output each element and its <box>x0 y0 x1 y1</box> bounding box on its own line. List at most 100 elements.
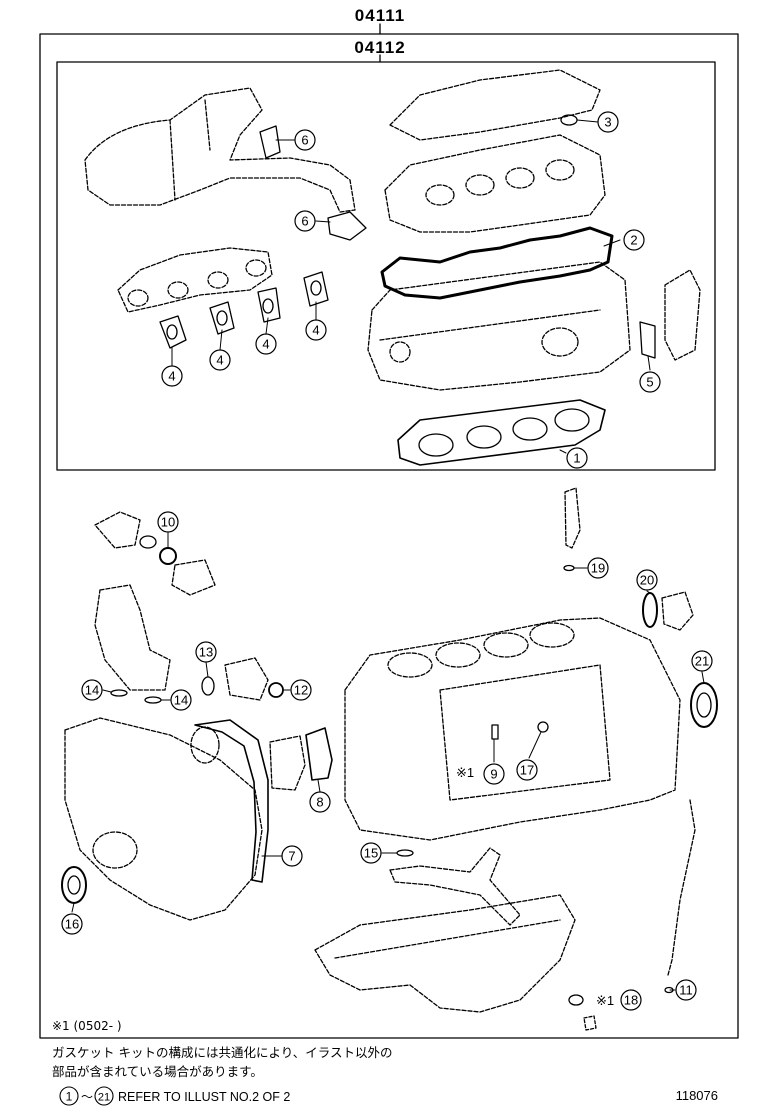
gasket-18-part <box>568 994 584 1006</box>
water-outlet-part <box>94 511 216 596</box>
ref-end-num: 21 <box>98 1092 110 1104</box>
injector-part <box>564 487 581 549</box>
o-ring-10a-part <box>139 535 157 549</box>
o-ring-12-part <box>268 682 284 698</box>
cylinder-block-part <box>344 617 681 841</box>
o-ring-13-part <box>201 676 215 696</box>
callout-circle-c20 <box>636 569 658 591</box>
callout-number-c4d: 4 <box>312 323 319 338</box>
note-line-2: 部品が含まれている場合があります。 <box>52 1064 263 1079</box>
ref-text: REFER TO ILLUST NO.2 OF 2 <box>118 1090 290 1104</box>
rear-oil-seal-21-inner <box>696 692 712 718</box>
callout-circle-c5 <box>639 371 661 393</box>
ref-callout-end <box>94 1086 114 1106</box>
oil-pump-gasket-part <box>305 727 333 781</box>
cylinder-head-part <box>367 261 631 391</box>
callout-number-c13: 13 <box>199 645 213 660</box>
oil-seal-16-inner <box>67 875 81 895</box>
plug-17-part <box>537 721 549 733</box>
callout-circle-c18 <box>620 989 642 1011</box>
thermostat-housing-part <box>639 269 701 361</box>
callout-circle-c4c <box>255 333 277 355</box>
callout-number-c8: 8 <box>316 795 323 810</box>
callout-number-c4c: 4 <box>262 337 269 352</box>
oil-seal-16-part <box>61 866 87 904</box>
callout-circle-c4d <box>305 319 327 341</box>
gasket-6-upper-part <box>259 125 281 159</box>
gasket-10-part <box>159 547 177 565</box>
mark-18: ※1 <box>596 993 614 1008</box>
callout-number-c9: 9 <box>490 767 497 782</box>
kit-code-outer: 04111 <box>354 6 406 25</box>
callout-circle-c15 <box>360 842 382 864</box>
mark-9: ※1 <box>456 765 474 780</box>
drain-plug-part <box>583 1015 597 1031</box>
callout-circle-c13 <box>195 641 217 663</box>
callout-circle-c6b <box>294 210 316 232</box>
ref-callout-start <box>59 1086 79 1106</box>
oil-pan-part <box>314 894 576 1013</box>
valve-cover-gasket-part <box>380 226 614 300</box>
dipstick-part <box>667 799 696 976</box>
callout-number-c14a: 14 <box>85 683 99 698</box>
timing-cover-gasket-part <box>194 719 269 883</box>
leader-lines <box>71 119 705 991</box>
callout-circle-c16 <box>61 913 83 935</box>
callout-number-c3: 3 <box>604 115 611 130</box>
oil-strainer-part <box>389 847 521 926</box>
callout-number-c19: 19 <box>591 561 605 576</box>
o-ring-14b-part <box>144 696 162 704</box>
callout-number-c11: 11 <box>679 983 693 998</box>
head-gasket-part <box>397 399 606 466</box>
water-pump-part <box>224 657 269 701</box>
callout-circle-c1 <box>566 447 588 469</box>
callout-circle-c4b <box>209 349 231 371</box>
inner-kit-frame <box>56 61 716 471</box>
o-ring-20-part <box>642 592 658 628</box>
callout-circle-c6a <box>294 129 316 151</box>
callout-number-c12: 12 <box>294 683 308 698</box>
note-line-1: ガスケット キットの構成には共通化により、イラスト以外の <box>52 1045 393 1060</box>
callout-number-c15: 15 <box>364 846 378 861</box>
callout-circle-c4a <box>161 365 183 387</box>
callout-number-c17: 17 <box>520 763 534 778</box>
kit-code-inner: 04112 <box>354 38 406 57</box>
callout-circle-c9 <box>483 763 505 785</box>
callout-circle-c19 <box>587 557 609 579</box>
callout-circle-c3 <box>597 111 619 133</box>
manifold-gaskets-part <box>159 271 329 349</box>
outer-kit-frame <box>39 33 739 1039</box>
callout-circle-c21 <box>691 650 713 672</box>
callout-number-c6a: 6 <box>301 133 308 148</box>
callout-circle-c11 <box>675 979 697 1001</box>
exhaust-manifold-part <box>117 247 273 313</box>
plug-9-part <box>491 724 499 740</box>
callout-number-c4b: 4 <box>216 353 223 368</box>
callout-number-c14b: 14 <box>174 693 188 708</box>
callout-number-c21: 21 <box>695 654 709 669</box>
callout-number-c16: 16 <box>65 917 79 932</box>
callout-number-c18: 18 <box>624 993 638 1008</box>
cap-20-part <box>661 591 694 631</box>
callout-circle-c12 <box>290 679 312 701</box>
injector-seal-19-part <box>563 564 575 572</box>
callout-number-c5: 5 <box>646 375 653 390</box>
callout-number-c10: 10 <box>161 515 175 530</box>
callout-circle-c14a <box>81 679 103 701</box>
callout-number-c7: 7 <box>288 849 295 864</box>
o-ring-15-part <box>396 849 414 857</box>
ref-range-sep: ～ <box>81 1090 93 1104</box>
callout-number-c4a: 4 <box>168 369 175 384</box>
callout-circle-c8 <box>309 791 331 813</box>
illustration-code: 118076 <box>675 1088 718 1103</box>
intake-pipe-part <box>84 87 356 213</box>
callout-circle-c10 <box>157 511 179 533</box>
callout-circle-c14b <box>170 689 192 711</box>
callout-circle-c17 <box>516 759 538 781</box>
rear-oil-seal-21-part <box>690 682 718 728</box>
timing-cover-part <box>64 717 263 921</box>
valve-cover-upper-part <box>384 69 606 233</box>
callout-number-c1: 1 <box>573 451 580 466</box>
